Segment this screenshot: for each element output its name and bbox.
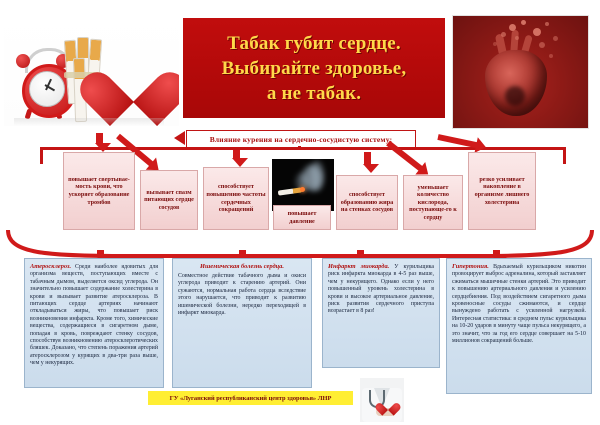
clock-bell-left-icon xyxy=(16,54,30,68)
arrow-to-box-0 xyxy=(95,133,111,152)
disease-panel-text: У курильщика риск инфаркта миокарда в 4-… xyxy=(328,264,434,315)
title-line-3: а не табак. xyxy=(266,82,362,104)
cigarette-ember-icon xyxy=(300,187,305,192)
burning-cigarette-smoke-photo xyxy=(272,159,334,211)
effect-box-label: способствует повышению частоты сердечных… xyxy=(206,183,266,214)
anatomical-heart-photo xyxy=(452,15,589,129)
effect-box: вызывает спазм питающих сердце сосудов xyxy=(140,170,198,230)
disease-panel-title: Атеросклероз. xyxy=(30,263,72,270)
title-line-1: Табак губит сердце. xyxy=(227,32,401,54)
smoke-plume xyxy=(296,173,308,191)
effect-box: повышает свертывае-мость крови, что уско… xyxy=(63,152,135,230)
effect-box: резко усиливает накопление в организме л… xyxy=(468,152,536,230)
doctor-holding-heart-photo xyxy=(360,378,404,422)
smoke-plume xyxy=(302,165,322,191)
alarm-clock-cigarettes-heart-photo xyxy=(4,14,179,126)
header-left-arrow-icon xyxy=(174,131,185,145)
title-banner: Табак губит сердце. Выбирайте здоровье, … xyxy=(183,18,445,118)
cigarette-bundle-band xyxy=(64,72,102,78)
effect-box: уменьшает количество кислорода, поступаю… xyxy=(403,175,463,230)
effect-box-label: резко усиливает накопление в организме л… xyxy=(474,175,530,206)
doctor-hands xyxy=(376,408,396,416)
photo-reflection xyxy=(14,118,164,126)
effect-box: способствует повышению частоты сердечных… xyxy=(203,167,269,230)
red-heart-icon xyxy=(100,50,166,108)
smoke-plume xyxy=(310,161,324,191)
disease-panel: Гипертония. Вдыхаемый курильщиком никоти… xyxy=(446,258,592,394)
disease-panel-text: Вдыхаемый курильщиком никотин провоцируе… xyxy=(452,264,586,345)
effect-box-label: повышает свертывае-мость крови, что уско… xyxy=(68,175,130,206)
disease-panel: Инфаркт миокарда. У курильщика риск инфа… xyxy=(322,258,440,368)
disease-panel-text: Совместное действие табачного дыма и оки… xyxy=(178,273,306,317)
disease-panel-body: Гипертония. Вдыхаемый курильщиком никоти… xyxy=(452,263,586,345)
effect-box-label: повышает давление xyxy=(287,209,317,225)
disease-panel-title: Гипертония. xyxy=(452,263,489,270)
disease-panel-title: Ишемическая болезнь сердца. xyxy=(200,263,284,270)
heart-shadow xyxy=(505,86,525,106)
effect-box-label: вызывает спазм питающих сердце сосудов xyxy=(144,188,194,211)
organization-footer: ГУ «Луганский республиканский центр здор… xyxy=(148,391,353,405)
title-line-2: Выбирайте здоровье, xyxy=(221,57,407,79)
organization-footer-label: ГУ «Луганский республиканский центр здор… xyxy=(169,394,332,402)
effect-box-label: способствует образованию жира на стенках… xyxy=(340,191,394,214)
disease-panel: Атеросклероз. Среди наиболее ядовитых дл… xyxy=(24,258,164,388)
disease-panel: Ишемическая болезнь сердца. Совместное д… xyxy=(172,258,312,388)
distribution-bracket xyxy=(40,147,566,164)
effect-box: повышает давление xyxy=(273,205,331,230)
arrow-to-box-2 xyxy=(232,150,248,167)
curved-connector-bus xyxy=(6,229,594,258)
effect-box-label: уменьшает количество кислорода, поступаю… xyxy=(409,183,457,221)
arrow-to-box-4 xyxy=(363,152,379,173)
disease-panel-text: Среди наиболее ядовитых для организма ве… xyxy=(30,264,158,367)
disease-panel-body: Атеросклероз. Среди наиболее ядовитых дл… xyxy=(30,263,158,368)
effect-box: способствует образованию жира на стенках… xyxy=(336,175,398,230)
section-header-label: Влияние курения на сердечно-сосудистую с… xyxy=(209,135,393,144)
disease-panel-body: Инфаркт миокарда. У курильщика риск инфа… xyxy=(328,263,434,316)
disease-panel-title: Инфаркт миокарда. xyxy=(328,263,390,270)
red-heart-icon xyxy=(380,398,396,412)
